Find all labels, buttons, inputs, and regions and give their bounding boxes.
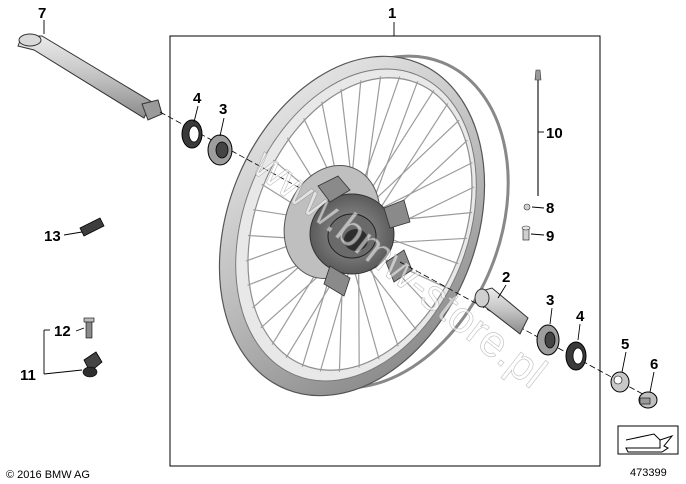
arrow-flag-icon [625,433,674,453]
balance-weight [79,217,105,237]
callout-3-right: 3 [546,292,554,309]
callout-7: 7 [38,5,46,22]
bearing-left [207,134,233,166]
callout-8: 8 [546,200,554,217]
spoke-part [534,69,542,196]
spoke-nipple-small [523,203,531,211]
callout-1: 1 [388,5,396,22]
callout-5: 5 [621,336,629,353]
shaft-seal-left [181,119,203,149]
callout-12: 12 [54,323,71,340]
spoke-nipple [521,225,531,241]
copyright-text: © 2016 BMW AG [6,469,90,481]
callout-11: 11 [20,367,36,384]
callout-9: 9 [546,228,554,245]
shaft-seal-right [565,341,587,371]
callout-3-left: 3 [219,101,227,118]
bearing-right [536,324,560,356]
reference-box [617,425,679,455]
bush [610,371,630,393]
wheel-assembly [218,54,510,397]
spacer-sleeve [474,287,529,335]
callout-13: 13 [44,228,61,245]
leader-lines [43,20,655,393]
collar-bolt [638,391,658,409]
reference-number: 473399 [630,467,667,479]
callout-2: 2 [502,269,510,286]
assembly-frame [169,35,601,467]
tire-valve [82,351,103,378]
callout-4-right: 4 [576,308,585,325]
callout-4-left: 4 [193,90,202,107]
axle [17,33,163,121]
callout-10: 10 [546,125,563,142]
assembly-axis-right [399,261,651,399]
callout-6: 6 [650,356,658,373]
valve-insert [83,317,95,339]
wheel-hub [283,165,413,297]
